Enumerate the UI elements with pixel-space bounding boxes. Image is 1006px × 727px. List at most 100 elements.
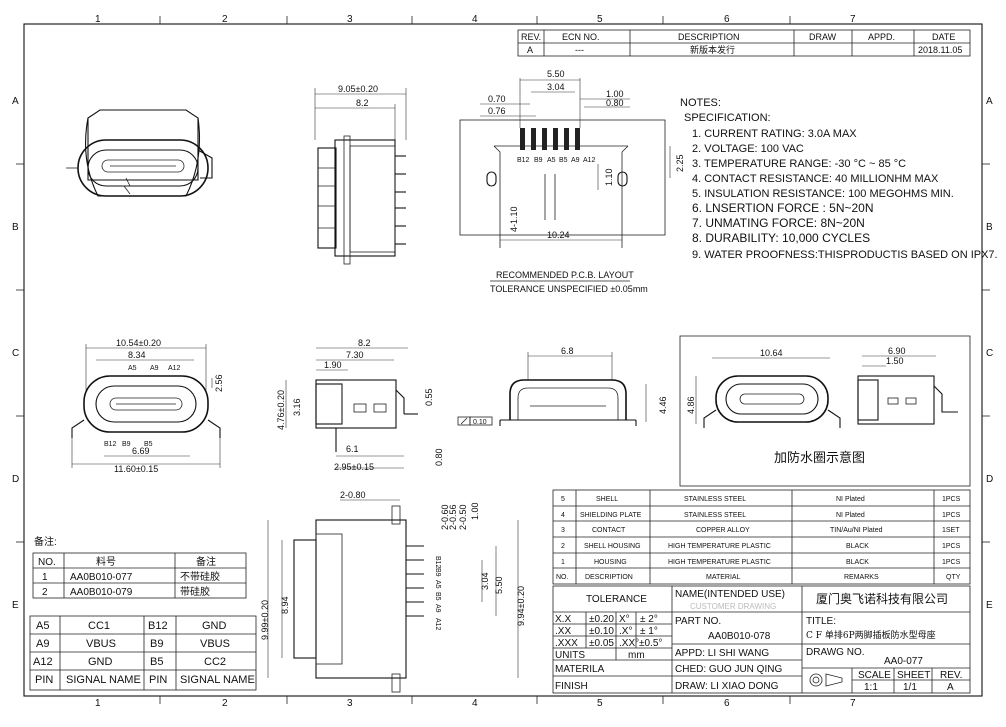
side-dim-2-95: 2.95±0.15 <box>334 462 374 472</box>
bottom-dim-9-94: 9.94±0.20 <box>516 586 526 626</box>
bom-r2-qty: 1PCS <box>942 543 961 550</box>
rev-row-rev: A <box>527 45 533 55</box>
side-dim-8-2: 8.2 <box>358 338 371 348</box>
rev-header-description: DESCRIPTION <box>678 32 740 42</box>
tb-drawg-value: AA0-077 <box>884 656 923 667</box>
projection-symbol-icon <box>809 673 843 687</box>
pcb-dim-0-76: 0.76 <box>488 106 506 116</box>
zone-row-b-right: B <box>986 222 993 233</box>
bom-r2-desc: SHELL HOUSING <box>584 543 641 550</box>
notes-item-5: 5. INSULATION RESISTANCE: 100 MEGOHMS MI… <box>692 188 954 200</box>
part-note-r1-part: AA0B010-077 <box>70 572 133 583</box>
bottom-dim-9-99: 9.99±0.20 <box>260 600 270 640</box>
tb-sheet-label: SHEET <box>897 670 930 681</box>
pcb-dim-5-50: 5.50 <box>547 69 565 79</box>
bom-r1-mat: HIGH TEMPERATURE PLASTIC <box>668 559 771 566</box>
pcb-pin-b5: B5 <box>559 157 568 164</box>
rear-dim-4-46: 4.46 <box>658 396 668 414</box>
part-note-r2-remark: 带硅胶 <box>180 585 210 598</box>
front-pin-b9: B9 <box>122 441 131 448</box>
seal-dim-6-90: 6.90 <box>888 346 906 356</box>
bom-r3-no: 3 <box>561 527 565 534</box>
front-dim-2-56: 2.56 <box>214 374 224 392</box>
front-pin-b5: B5 <box>144 441 153 448</box>
tb-rev-label: REV. <box>940 670 962 681</box>
pin-r3-p1: A12 <box>33 656 53 668</box>
bom-r4-mat: STAINLESS STEEL <box>684 512 746 519</box>
bom-r1-qty: 1PCS <box>942 559 961 566</box>
side-view: 8.2 7.30 1.90 4.76±0.20 3.16 0.55 6.1 2.… <box>276 338 493 472</box>
zone-col-2: 2 <box>222 14 228 25</box>
notes-item-3: 3. TEMPERATURE RANGE: -30 °C ~ 85 °C <box>692 158 906 170</box>
bom-r3-mat: COPPER ALLOY <box>696 527 750 534</box>
part-note-r2-part: AA0B010-079 <box>70 587 133 598</box>
bom-r1-rem: BLACK <box>846 559 869 566</box>
bom-r3-rem: TIN/Au/NI Plated <box>830 527 883 534</box>
tb-company: 厦门奥飞诺科技有限公司 <box>816 591 948 606</box>
bottom-dim-5-50: 5.50 <box>494 576 504 594</box>
rear-dim-6-8: 6.8 <box>561 346 574 356</box>
tb-part-no-label: PART NO. <box>675 616 721 627</box>
pin-r3-p2: B5 <box>150 656 163 668</box>
pin-r1-p1: A5 <box>36 620 49 632</box>
tb-rev-value: A <box>947 682 954 693</box>
side-dim-7-30: 7.30 <box>346 350 364 360</box>
seal-caption: 加防水圈示意图 <box>774 450 865 465</box>
front-dim-10-54: 10.54±0.20 <box>116 338 161 348</box>
tb-tol-r1-d: ± 2° <box>640 614 658 625</box>
tb-tol-r3-c: .XX° <box>619 638 639 649</box>
bom-r5-desc: SHELL <box>596 496 618 503</box>
bottom-pin-a5: A5 <box>434 580 441 589</box>
rev-row-description: 新版本发行 <box>690 44 735 55</box>
zone-col-1-bottom: 1 <box>95 698 101 709</box>
bom-r4-no: 4 <box>561 512 565 519</box>
front-dim-6-69: 6.69 <box>132 446 150 456</box>
bom-header-remarks: REMARKS <box>844 574 879 581</box>
pcb-dim-2-25: 2.25 <box>675 154 685 172</box>
pcb-title: RECOMMENDED P.C.B. LAYOUT <box>496 270 634 280</box>
side-dim-0-80: 0.80 <box>434 448 444 466</box>
title-block: TOLERANCE X.X ±0.20 X° ± 2° .XX ±0.10 .X… <box>552 585 971 694</box>
pin-r1-p2: B12 <box>148 620 168 632</box>
part-note-h-remark: 备注 <box>196 555 216 568</box>
notes-item-2: 2. VOLTAGE: 100 VAC <box>692 143 804 155</box>
side-dim-4-76: 4.76±0.20 <box>276 390 286 430</box>
zone-ticks <box>16 16 990 704</box>
tb-tol-r1-a: X.X <box>555 614 571 625</box>
pcb-dim-4x1-10: 4-1.10 <box>509 206 519 232</box>
tb-tol-r1-c: X° <box>619 614 630 625</box>
pin-h-p1: PIN <box>35 674 53 686</box>
zone-row-a: A <box>12 96 19 107</box>
tb-name-label: NAME(INTENDED USE) <box>675 589 785 600</box>
pin-signal-table: A5 CC1 B12 GND A9 VBUS B9 VBUS A12 GND B… <box>29 615 257 691</box>
pcb-layout: B12 B9 A5 B5 A9 A12 5.50 3.04 1.00 0.70 … <box>459 69 685 294</box>
tb-tolerance-label: TOLERANCE <box>586 594 647 605</box>
bottom-dim-2x0-50: 2-0.50 <box>458 504 468 530</box>
rev-row-date: 2018.11.05 <box>918 45 962 55</box>
bom-r1-no: 1 <box>561 559 565 566</box>
seal-view: 10.64 4.86 6.90 1.50 加防水圈示意图 <box>679 335 971 487</box>
part-note-r1-remark: 不带硅胶 <box>180 570 220 583</box>
zone-row-c: C <box>12 348 19 359</box>
bottom-pin-b9: B9 <box>434 568 441 577</box>
tb-title-label: TITLE: <box>806 616 836 627</box>
revision-table: REV. ECN NO. DESCRIPTION DRAW APPD. DATE… <box>517 29 971 57</box>
tb-chkd: CHED: GUO JUN QING <box>675 664 782 675</box>
tb-finish-label: FINISH <box>555 681 588 692</box>
side-flatness-0-10: 0.10 <box>473 419 487 426</box>
zone-row-e-right: E <box>986 600 993 611</box>
bottom-pin-b5: B5 <box>434 592 441 601</box>
pcb-pin-b9: B9 <box>534 157 543 164</box>
notes-title: NOTES: <box>680 97 721 109</box>
part-note-title: 备注: <box>34 535 57 548</box>
tb-title-value: C F 单排6P两脚插板防水型母座 <box>806 629 936 641</box>
bottom-dim-3-04: 3.04 <box>480 572 490 590</box>
pin-h-s2: SIGNAL NAME <box>180 674 255 686</box>
pcb-pin-a9: A9 <box>571 157 580 164</box>
top-view: 9.05±0.20 8.2 <box>314 84 407 265</box>
bom-header-desc: DESCRIPTION <box>585 574 633 581</box>
rev-row-ecn: --- <box>575 45 584 55</box>
notes-item-9: 9. WATER PROOFNESS:THISPRODUCTIS BASED O… <box>692 249 998 261</box>
bottom-dim-1-00: 1.00 <box>470 502 480 520</box>
